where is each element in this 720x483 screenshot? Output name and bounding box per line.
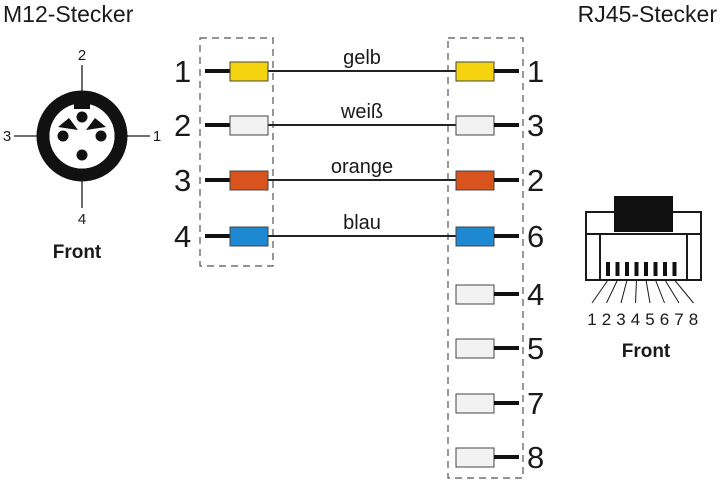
rj45-unused-sleeve xyxy=(455,393,495,414)
m12-pin-4 xyxy=(76,149,88,161)
rj45-wire-pin-number: 3 xyxy=(527,108,544,143)
rj45-wire-sleeve xyxy=(455,115,495,136)
m12-wire-sleeve xyxy=(229,170,269,191)
m12-pin-1 xyxy=(95,130,107,142)
m12-pin-3 xyxy=(57,130,69,142)
m12-coding-key xyxy=(74,100,90,109)
rj45-unused-sleeve xyxy=(455,284,495,305)
rj45-unused-sleeve xyxy=(455,338,495,359)
rj45-pin-label-2: 2 xyxy=(602,310,611,329)
rj45-pin-label-8: 8 xyxy=(689,310,698,329)
rj45-latch xyxy=(614,196,673,232)
unused-pins-group: 4 5 7 8 xyxy=(455,277,544,475)
rj45-contact-1 xyxy=(606,262,610,276)
rj45-unused-pin-number: 7 xyxy=(527,386,544,421)
rj45-leader-4 xyxy=(635,279,637,304)
rj45-contact-4 xyxy=(634,262,639,276)
m12-wire-sleeve xyxy=(229,61,269,82)
m12-pin-label-1: 1 xyxy=(153,128,161,145)
rj45-pin-label-1: 1 xyxy=(587,310,596,329)
rj45-pin-label-3: 3 xyxy=(616,310,625,329)
unused-pin-4: 4 xyxy=(455,277,544,312)
rj45-front-label: Front xyxy=(622,341,671,362)
rj45-contact-2 xyxy=(615,262,620,276)
rj45-leader-2 xyxy=(606,279,618,304)
rj45-pin-label-7: 7 xyxy=(674,310,683,329)
wire-color-label: orange xyxy=(331,156,393,178)
m12-pin-label-3: 3 xyxy=(3,128,11,145)
wire-color-label: blau xyxy=(343,212,381,234)
wires-group: 1 1 gelb 2 3 weiß 3 2 orange 4 6 blau xyxy=(174,47,544,254)
rj45-unused-pin-number: 8 xyxy=(527,440,544,475)
m12-title: M12-Stecker xyxy=(3,1,134,27)
m12-wire-pin-number: 2 xyxy=(174,108,191,143)
m12-wire-pin-number: 1 xyxy=(174,54,191,89)
rj45-contact-8 xyxy=(672,262,677,276)
rj45-title: RJ45-Stecker xyxy=(578,1,718,27)
m12-wire-sleeve xyxy=(229,226,269,247)
m12-pin-box xyxy=(199,37,274,267)
rj45-pin-label-4: 4 xyxy=(631,310,640,329)
unused-pin-5: 5 xyxy=(455,331,544,366)
rj45-pin-box xyxy=(447,37,524,479)
rj45-contact-6 xyxy=(653,262,658,276)
m12-front-label: Front xyxy=(53,242,102,263)
rj45-unused-pin-number: 4 xyxy=(527,277,544,312)
rj45-leader-3 xyxy=(620,279,628,304)
wire-color-label: weiß xyxy=(340,101,383,123)
unused-pin-8: 8 xyxy=(455,440,544,475)
rj45-wire-pin-number: 6 xyxy=(527,219,544,254)
m12-pin-label-4: 4 xyxy=(78,211,86,228)
rj45-wire-pin-number: 2 xyxy=(527,163,544,198)
rj45-wire-sleeve xyxy=(455,226,495,247)
wire-color-label: gelb xyxy=(343,47,381,69)
wire-4: 4 6 blau xyxy=(174,212,544,254)
m12-pin-2 xyxy=(76,111,88,123)
rj45-leader-6 xyxy=(655,279,665,304)
rj45-wire-pin-number: 1 xyxy=(527,54,544,89)
rj45-wire-sleeve xyxy=(455,61,495,82)
rj45-leader-8 xyxy=(674,279,694,304)
m12-wire-pin-number: 4 xyxy=(174,219,191,254)
rj45-wire-sleeve xyxy=(455,170,495,191)
m12-wire-pin-number: 3 xyxy=(174,163,191,198)
m12-pin-label-2: 2 xyxy=(78,47,86,64)
rj45-unused-pin-number: 5 xyxy=(527,331,544,366)
rj45-leader-1 xyxy=(591,279,609,304)
rj45-contact-3 xyxy=(625,262,629,276)
rj45-leader-5 xyxy=(645,279,651,304)
wire-1: 1 1 gelb xyxy=(174,47,544,89)
rj45-contact-7 xyxy=(663,262,667,276)
unused-pin-7: 7 xyxy=(455,386,544,421)
rj45-unused-sleeve xyxy=(455,447,495,468)
wire-2: 2 3 weiß xyxy=(174,101,544,143)
rj45-leader-7 xyxy=(664,279,680,304)
m12-connector-front: 2 3 1 4 Front xyxy=(3,47,161,263)
rj45-contact-5 xyxy=(644,262,648,276)
m12-outer-ring xyxy=(36,90,128,182)
rj45-pin-label-6: 6 xyxy=(660,310,669,329)
wire-3: 3 2 orange xyxy=(174,156,544,198)
rj45-pin-label-5: 5 xyxy=(645,310,654,329)
m12-wire-sleeve xyxy=(229,115,269,136)
